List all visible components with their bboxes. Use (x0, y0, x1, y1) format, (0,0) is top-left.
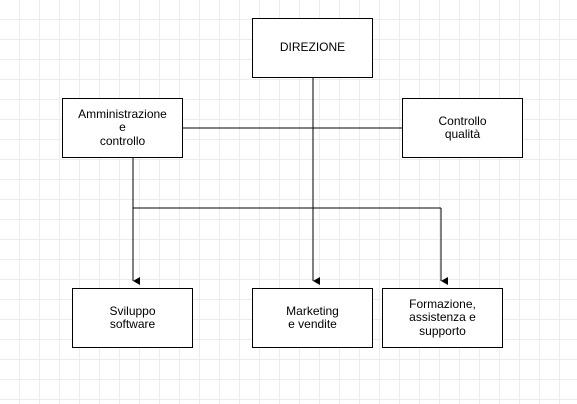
node-controllo-qualita-label: Controllo qualità (438, 113, 487, 141)
node-amministrazione: Amministrazione e controllo (62, 98, 183, 158)
node-sviluppo-software-label: Sviluppo software (109, 303, 156, 331)
node-formazione: Formazione, assistenza e supporto (382, 288, 503, 348)
node-marketing-vendite-label: Marketing e vendite (286, 303, 339, 331)
node-sviluppo-software: Sviluppo software (72, 288, 193, 348)
node-controllo-qualita: Controllo qualità (402, 98, 523, 158)
node-marketing-vendite: Marketing e vendite (252, 288, 373, 348)
node-formazione-label: Formazione, assistenza e supporto (409, 297, 476, 338)
node-direzione-label: DIREZIONE (279, 40, 346, 55)
node-amministrazione-label: Amministrazione e controllo (78, 107, 167, 148)
node-direzione: DIREZIONE (252, 18, 373, 78)
